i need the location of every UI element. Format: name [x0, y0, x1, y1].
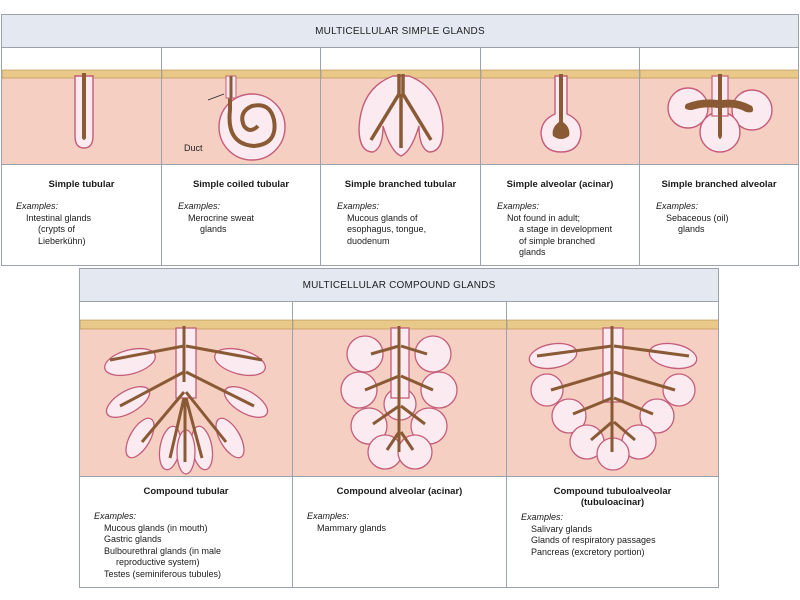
example-line: Salivary glands — [531, 523, 593, 534]
example-line: a stage in development — [519, 224, 613, 234]
simple-branched-tubular-title: Simple branched tubular — [344, 179, 457, 190]
simple-tubular-illustration — [2, 48, 161, 164]
example-line: Bulbourethral glands (in male — [104, 545, 222, 556]
compound-glands-header: MULTICELLULAR COMPOUND GLANDS — [79, 268, 719, 302]
compound-alveolar-panel: Compound alveolar (acinar) Examples: Mam… — [292, 302, 507, 588]
example-line: Testes (seminiferous tubules) — [104, 568, 222, 579]
examples-label: Examples: — [337, 201, 380, 211]
example-line: (crypts of — [38, 224, 76, 234]
example-line: esophagus, tongue, — [347, 224, 427, 234]
example-line: glands — [678, 224, 705, 234]
examples-label: Examples: — [656, 201, 699, 211]
example-line: Intestinal glands — [26, 212, 92, 223]
simple-coiled-tubular-illustration — [162, 48, 320, 164]
simple-tubular-panel: Simple tubular Examples: Intestinal glan… — [1, 48, 162, 266]
example-line: of simple branched — [519, 235, 596, 246]
simple-branched-alveolar-panel: Simple branched alveolar Examples: Sebac… — [639, 48, 799, 266]
example-line: Mammary glands — [317, 522, 387, 533]
compound-tubular-panel: Compound tubular Examples: Mucous glands… — [79, 302, 293, 588]
simple-glands-header-text: MULTICELLULAR SIMPLE GLANDS — [315, 25, 485, 37]
simple-branched-tubular-panel: Simple branched tubular Examples: Mucous… — [320, 48, 481, 266]
example-line: Glands of respiratory passages — [531, 535, 656, 545]
example-line: Sebaceous (oil) — [666, 212, 729, 223]
examples-label: Examples: — [497, 201, 540, 211]
examples-label: Examples: — [521, 512, 564, 522]
simple-tubular-title: Simple tubular — [48, 179, 115, 190]
compound-tubular-title: Compound tubular — [143, 486, 229, 497]
example-line: reproductive system) — [116, 557, 200, 567]
compound-tubuloalveolar-illustration — [507, 302, 718, 476]
compound-alveolar-title: Compound alveolar (acinar) — [336, 486, 463, 497]
compound-tubular-illustration — [80, 302, 292, 476]
simple-alveolar-panel: Simple alveolar (acinar) Examples: Not f… — [480, 48, 640, 266]
simple-branched-alveolar-title: Simple branched alveolar — [661, 179, 777, 190]
example-line: Lieberkühn) — [38, 235, 86, 246]
compound-tubuloalveolar-title: Compound tubuloalveolar — [553, 486, 672, 497]
simple-coiled-tubular-title: Simple coiled tubular — [192, 179, 290, 190]
example-line: glands — [519, 247, 546, 257]
simple-branched-alveolar-illustration — [640, 48, 798, 164]
simple-glands-header: MULTICELLULAR SIMPLE GLANDS — [1, 14, 799, 48]
simple-alveolar-illustration — [481, 48, 639, 164]
example-line: Not found in adult; — [507, 212, 581, 223]
example-line: Pancreas (excretory portion) — [531, 546, 645, 557]
examples-label: Examples: — [178, 201, 221, 211]
example-line: glands — [200, 224, 227, 234]
example-line: Mucous glands (in mouth) — [104, 522, 208, 533]
example-line: Merocrine sweat — [188, 212, 255, 223]
example-line: duodenum — [347, 235, 390, 246]
compound-glands-header-text: MULTICELLULAR COMPOUND GLANDS — [302, 279, 496, 291]
duct-label: Duct — [184, 143, 203, 153]
examples-label: Examples: — [16, 201, 59, 211]
example-line: Gastric glands — [104, 534, 162, 544]
compound-tubuloalveolar-panel: Compound tubuloalveolar (tubuloacinar) E… — [506, 302, 719, 588]
compound-alveolar-illustration — [293, 302, 506, 476]
examples-label: Examples: — [94, 511, 137, 521]
examples-label: Examples: — [307, 511, 350, 521]
compound-tubuloalveolar-subtitle: (tubuloacinar) — [580, 497, 645, 508]
simple-coiled-tubular-panel: Duct Simple coiled tubular Examples: Mer… — [161, 48, 321, 266]
simple-alveolar-title: Simple alveolar (acinar) — [506, 179, 614, 190]
example-line: Mucous glands of — [347, 212, 418, 223]
simple-branched-tubular-illustration — [321, 48, 480, 164]
